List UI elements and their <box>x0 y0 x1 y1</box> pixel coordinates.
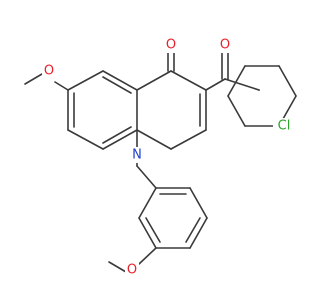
benzoyl-carbonyl <box>205 51 260 91</box>
atom-methoxy-o-quinoline: O <box>42 63 56 79</box>
quinoline-pyridone-ring <box>136 70 207 150</box>
molecule-structure: O O O N Cl O <box>24 37 297 278</box>
quinoline-methoxy <box>24 73 69 91</box>
atom-methoxy-o-benzyl: O <box>125 262 139 278</box>
atom-carbonyl-o: O <box>218 37 232 53</box>
carbonyl-o-label: O <box>220 38 230 53</box>
benzyl-methoxy-o-label: O <box>127 263 137 278</box>
benzyl-methoxy <box>108 247 157 273</box>
ketone-group <box>167 51 175 72</box>
atom-chlorine: Cl <box>273 118 295 134</box>
nitrogen-label: N <box>132 148 142 163</box>
ketone-o-label: O <box>166 38 176 53</box>
quinoline-methoxy-o-label: O <box>44 64 54 79</box>
atom-ketone-o: O <box>164 37 178 53</box>
methoxybenzyl-ring <box>138 187 208 249</box>
atom-nitrogen: N <box>130 147 144 163</box>
quinoline-benzo-ring <box>67 70 138 150</box>
chlorophenyl-ring <box>224 65 297 127</box>
chlorine-label: Cl <box>278 119 291 134</box>
